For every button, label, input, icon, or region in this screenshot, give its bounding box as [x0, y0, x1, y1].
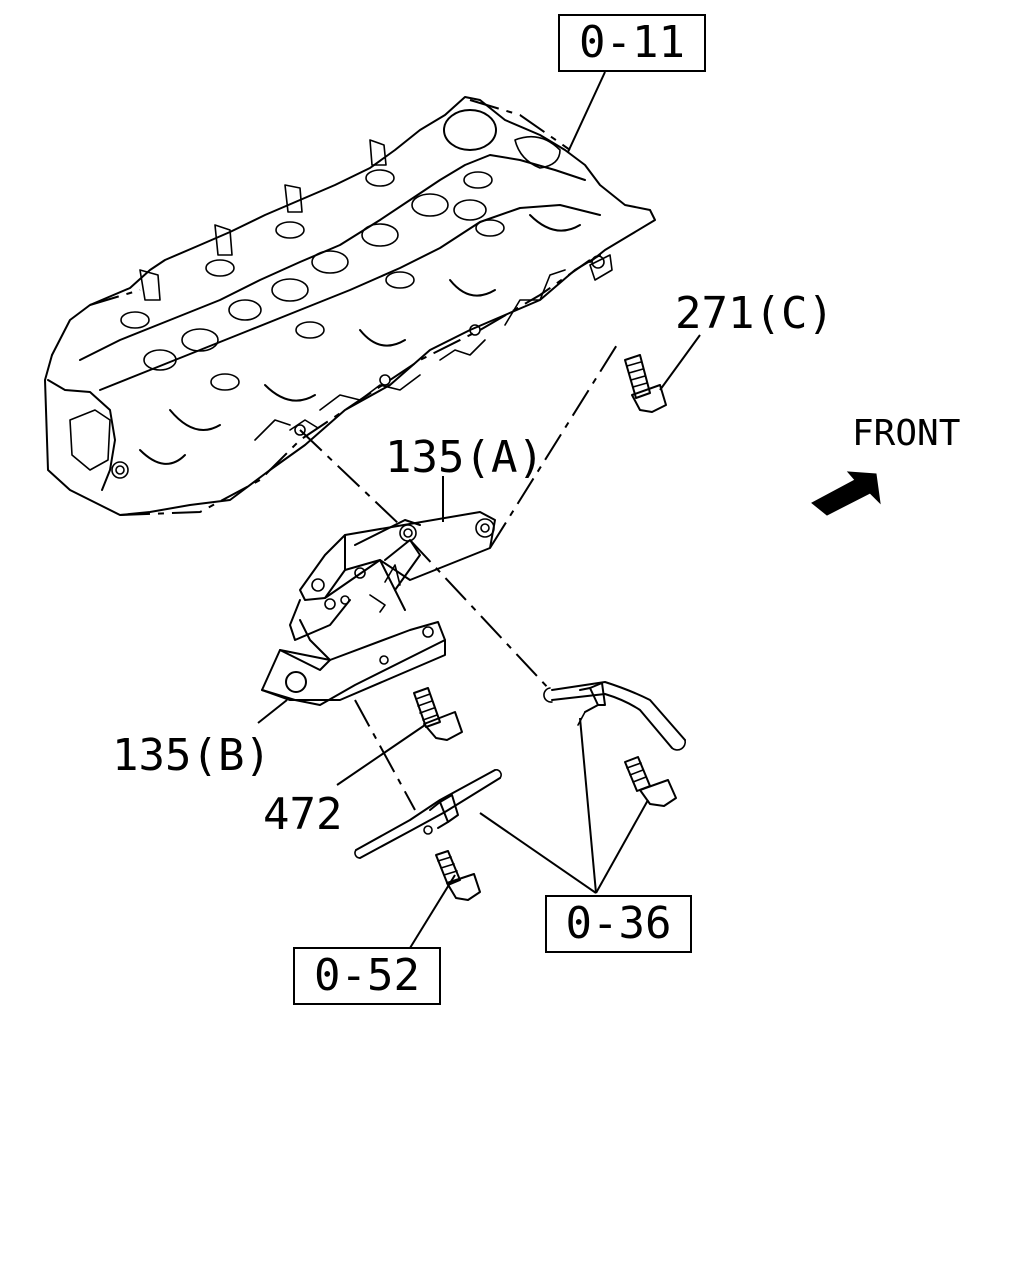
bolt-271c: [624, 354, 667, 413]
bracket-135b: [261, 619, 446, 706]
part-label-472: 472: [263, 789, 343, 840]
cylinder-head: [44, 96, 656, 516]
bracket-135a: [289, 511, 496, 641]
part-label-135b: 135(B): [112, 730, 271, 781]
reference-box-0-36[interactable]: 0-36: [545, 895, 692, 953]
bolt-0-52: [435, 850, 481, 901]
reference-box-0-11[interactable]: 0-11: [558, 14, 706, 72]
assembly-lines: [299, 339, 621, 811]
leader-lines: [257, 71, 701, 949]
bolt-472: [413, 687, 463, 741]
pipe-lower: [354, 769, 502, 859]
part-label-135a: 135(A): [385, 432, 544, 483]
front-label: FRONT: [852, 413, 961, 454]
part-label-271c: 271(C): [675, 288, 834, 339]
pipe-upper: [543, 681, 687, 751]
bolt-0-36: [624, 756, 677, 807]
front-arrow-icon: [811, 471, 881, 516]
reference-box-0-52[interactable]: 0-52: [293, 947, 441, 1005]
